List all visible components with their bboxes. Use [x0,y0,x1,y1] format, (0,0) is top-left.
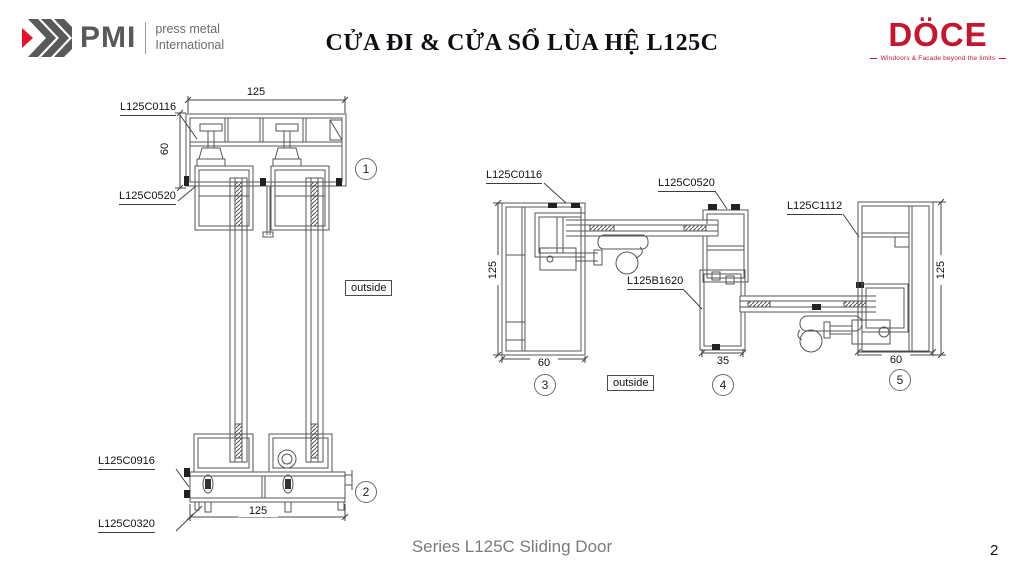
doce-logo: DÖCE Windoors & Facade beyond the limits [870,16,1007,62]
slide-caption: Series L125C Sliding Door [411,537,613,556]
page-number: 2 [990,542,999,559]
pmi-logo: PMI press metal International [22,16,224,60]
outside-label-left: outside [345,280,393,296]
pmi-line1: press metal [155,22,220,37]
dimension-label: 60 [530,357,558,370]
profile-label-sill-frame: L125C0320 [98,518,155,533]
profile-label-right-jamb: L125C1112 [787,200,843,215]
pmi-abbr: PMI [80,21,137,54]
profile-label-head-frame: L125C0116 [120,101,177,116]
dimension-label: 35 [709,355,737,368]
section-marker-4: 4 [712,374,734,396]
dimension-label: 125 [236,86,276,99]
dimension-label: 125 [486,255,500,286]
dimension-label: 125 [238,505,278,518]
drawing-left-dimensions [175,96,349,532]
dimension-label: 60 [882,354,910,367]
tagline-rule-left [870,58,877,59]
section-marker-5: 5 [889,369,911,391]
section-marker-1: 1 [355,158,377,180]
section-marker-2: 2 [355,481,377,503]
profile-label-jamb-frame: L125C0116 [486,169,543,184]
drawing-right-dimensions [493,182,946,363]
dimension-label: 60 [158,136,172,163]
outside-label-right: outside [607,375,655,391]
profile-label-interlock-outer: L125C0520 [658,177,715,192]
profile-label-sill-sash: L125C0916 [98,455,155,470]
drawing-left-section [184,113,353,513]
profile-label-head-sash: L125C0520 [119,190,176,205]
profile-label-interlock: L125B1620 [627,275,684,290]
tagline-rule-right [999,58,1007,59]
pmi-chevron-icon [22,19,72,57]
dimension-label: 125 [934,255,948,286]
section-marker-3: 3 [534,374,556,396]
doce-wordmark: DÖCE [888,16,988,53]
pmi-line2: International [155,38,225,52]
doce-tagline: Windoors & Facade beyond the limits [880,55,996,62]
pmi-divider [145,22,147,54]
page-title: CỬA ĐI & CỬA SỔ LÙA HỆ L125C [325,30,719,56]
drawing-right-section [501,201,934,356]
